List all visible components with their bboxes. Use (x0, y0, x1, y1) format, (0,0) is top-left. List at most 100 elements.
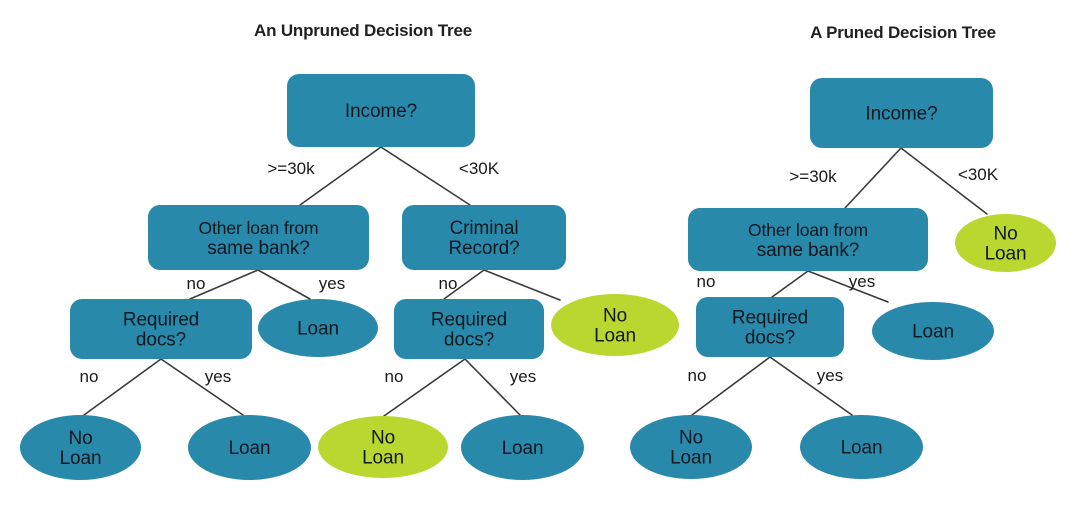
node-income-root[interactable]: Income? (810, 78, 993, 148)
leaf-no-loan-blue-1-label: No (68, 428, 92, 449)
leaf-loan-b-label: Loan (841, 438, 883, 459)
edge-otherloan-yes (257, 269, 311, 300)
edge-income-lt30k-label: <30K (958, 165, 999, 184)
edge-docsleft-yes-label: yes (205, 367, 231, 386)
edge-otherloan-yes-label: yes (849, 272, 875, 291)
other-loan-same-bank-label: same bank? (757, 240, 860, 261)
leaf-no-loan-blue-1-label: Loan (60, 448, 102, 469)
node-leaf-loan-a[interactable]: Loan (872, 302, 994, 360)
required-docs-box (696, 297, 844, 357)
leaf-no-loan-green-2-label: No (371, 428, 395, 449)
panel-title-unpruned: An Unpruned Decision Tree (254, 21, 472, 40)
required-docs-left-label: Required (123, 310, 199, 331)
required-docs-right-label: Required (431, 310, 507, 331)
leaf-no-loan-green-1-label: Loan (594, 326, 636, 347)
edge-otherloan-yes-label: yes (319, 274, 345, 293)
node-income-root[interactable]: Income? (287, 74, 475, 147)
other-loan-same-bank-label: Other loan from (198, 218, 318, 238)
edge-docsright-no (383, 358, 466, 417)
edge-otherloan-no (771, 270, 809, 298)
edge-docsright-yes-label: yes (510, 367, 536, 386)
leaf-no-loan-green-label: Loan (985, 244, 1027, 265)
leaf-loan-c-label: Loan (502, 438, 544, 459)
edge-income-ge30k-label: >=30k (267, 159, 315, 178)
edge-docsleft-no (83, 358, 162, 416)
node-leaf-loan-b[interactable]: Loan (800, 415, 923, 479)
leaf-no-loan-blue-label: No (679, 428, 703, 449)
leaf-no-loan-blue-ellipse (630, 415, 752, 479)
leaf-no-loan-green-ellipse (955, 214, 1056, 272)
required-docs-label: docs? (745, 328, 795, 349)
leaf-loan-a-label: Loan (912, 322, 954, 343)
edge-criminal-yes (483, 269, 561, 301)
edge-docsleft-no-label: no (80, 367, 99, 386)
edge-criminal-no-label: no (439, 274, 458, 293)
leaf-loan-a-ellipse (258, 299, 378, 357)
edge-docs-yes-label: yes (817, 366, 843, 385)
edge-income-lt30k (380, 146, 471, 206)
required-docs-label: Required (732, 308, 808, 329)
edge-docsleft-yes (160, 358, 244, 416)
required-docs-right-label: docs? (444, 330, 494, 351)
edge-income-ge30k-label: >=30k (789, 167, 837, 186)
leaf-no-loan-green-1-label: No (603, 306, 627, 327)
income-root-label: Income? (345, 101, 417, 122)
edge-criminal-no (443, 269, 485, 300)
other-loan-same-bank-label: same bank? (207, 238, 310, 259)
required-docs-left-label: docs? (136, 330, 186, 351)
edge-docsright-no-label: no (385, 367, 404, 386)
edge-docs-no (691, 356, 771, 416)
leaf-loan-b-ellipse (800, 415, 923, 479)
edge-otherloan-no (189, 269, 259, 300)
required-docs-left-box (70, 299, 252, 359)
node-leaf-loan-a[interactable]: Loan (258, 299, 378, 357)
criminal-record-label: Record? (448, 238, 519, 259)
panel-title-pruned: A Pruned Decision Tree (810, 23, 996, 42)
edge-income-lt30k-label: <30K (459, 159, 500, 178)
leaf-loan-b-label: Loan (229, 438, 271, 459)
criminal-record-label: Criminal (450, 218, 519, 239)
leaf-loan-a-label: Loan (297, 319, 339, 340)
income-root-label: Income? (865, 104, 937, 125)
edge-docs-yes (769, 356, 853, 416)
income-root-box (810, 78, 993, 148)
edge-otherloan-yes (807, 270, 889, 303)
edge-otherloan-no-label: no (187, 274, 206, 293)
node-leaf-loan-c[interactable]: Loan (461, 415, 584, 480)
node-leaf-loan-b[interactable]: Loan (188, 415, 311, 480)
other-loan-same-bank-box (148, 205, 369, 270)
leaf-loan-b-ellipse (188, 415, 311, 480)
leaf-loan-a-ellipse (872, 302, 994, 360)
edge-income-ge30k (844, 147, 902, 209)
leaf-no-loan-green-label: No (993, 224, 1017, 245)
income-root-box (287, 74, 475, 147)
other-loan-same-bank-box (688, 208, 928, 271)
leaf-no-loan-green-2-label: Loan (362, 448, 404, 469)
edge-income-lt30k (900, 147, 988, 215)
criminal-record-box (402, 205, 566, 270)
leaf-loan-c-ellipse (461, 415, 584, 480)
required-docs-right-box (394, 299, 544, 359)
edge-docs-no-label: no (688, 366, 707, 385)
leaf-no-loan-green-1-ellipse (551, 294, 679, 356)
edge-income-ge30k (299, 146, 382, 206)
leaf-no-loan-blue-1-ellipse (20, 415, 141, 480)
edge-docsright-yes (464, 358, 521, 416)
leaf-no-loan-green-2-ellipse (318, 416, 448, 478)
leaf-no-loan-blue-label: Loan (670, 448, 712, 469)
